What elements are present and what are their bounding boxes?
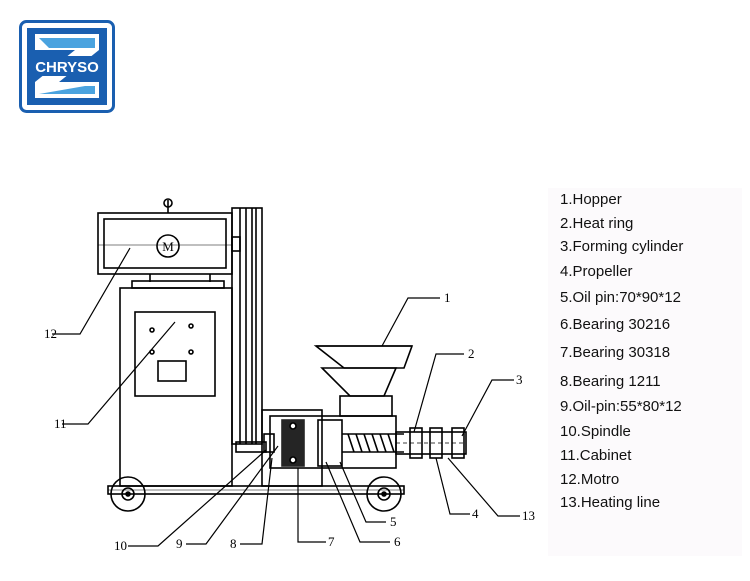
callout-10: 10 (114, 538, 127, 553)
legend-item-bearing-30216: 6.Bearing 30216 (560, 316, 671, 333)
motor-symbol-icon (156, 234, 180, 258)
legend-item-propeller: 4.Propeller (560, 263, 633, 280)
legend-item-bearing-30318: 7.Bearing 30318 (560, 344, 671, 361)
legend-item-heat-ring: 2.Heat ring (560, 215, 634, 232)
legend-item-forming-cylinder: 3.Forming cylinder (560, 238, 684, 255)
legend-item-bearing-1211: 8.Bearing 1211 (560, 373, 661, 390)
callout-3: 3 (516, 372, 523, 387)
forming-cylinder (395, 427, 467, 459)
callout-6: 6 (394, 534, 401, 549)
callout-8: 8 (230, 536, 237, 551)
legend-item-oil-pin-2: 9.Oil-pin:55*80*12 (560, 398, 682, 415)
callout-13: 13 (522, 508, 535, 523)
motor (97, 198, 241, 289)
parts-legend: 1.Hopper 2.Heat ring 3.Forming cylinder … (548, 188, 742, 556)
legend-item-motor: 12.Motro (560, 471, 620, 488)
logo-text: CHRYSO (35, 59, 99, 76)
cabinet (119, 287, 233, 487)
callout-1: 1 (444, 290, 451, 305)
hopper (313, 345, 414, 417)
wheel-right (366, 476, 402, 512)
motor-symbol: M (162, 239, 174, 254)
legend-item-heating-line: 13.Heating line (560, 494, 661, 511)
callout-2: 2 (468, 346, 475, 361)
legend-item-hopper: 1.Hopper (560, 191, 622, 208)
chryso-logo: CHRYSO (19, 20, 115, 113)
wheel-left (110, 476, 146, 512)
callout-5: 5 (390, 514, 397, 529)
legend-item-oil-pin: 5.Oil pin:70*90*12 (560, 289, 681, 306)
callout-4: 4 (472, 506, 479, 521)
callout-12: 12 (44, 326, 57, 341)
callout-11: 11 (54, 416, 67, 431)
base-frame (107, 409, 405, 495)
callout-7: 7 (328, 534, 335, 549)
leader-lines (52, 247, 520, 547)
callout-9: 9 (176, 536, 183, 551)
legend-item-cabinet: 11.Cabinet (560, 447, 632, 464)
belt-guard (231, 207, 263, 445)
legend-item-spindle: 10.Spindle (560, 423, 631, 440)
